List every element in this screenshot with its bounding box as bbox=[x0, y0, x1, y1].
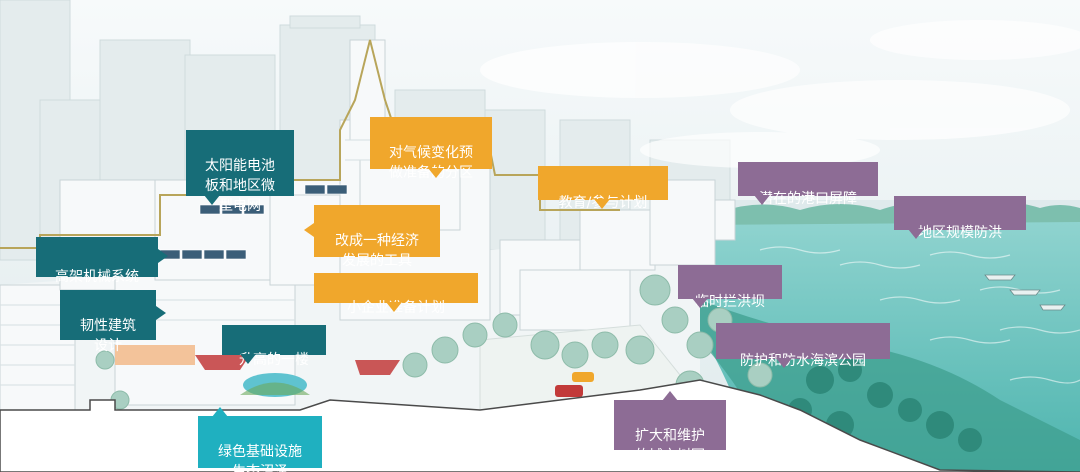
label-waterfront-park: 防护和防水海滨公园 bbox=[716, 323, 890, 369]
callout-tail bbox=[594, 199, 610, 209]
bioswale bbox=[240, 373, 310, 397]
callout-tail bbox=[428, 168, 444, 178]
label-text: 临时拦洪坝 bbox=[695, 294, 765, 310]
label-text: 韧性建筑 设计 bbox=[80, 318, 136, 354]
label-raised-ground-floor: 升高的一楼 bbox=[222, 325, 326, 368]
label-tree-canopy: 扩大和维护 的城市树冠 bbox=[614, 391, 726, 464]
label-solar-microgrid: 太阳能电池 板和地区微 型电网 bbox=[186, 130, 294, 214]
callout-tail bbox=[754, 195, 770, 205]
label-regional-flood: 地区规模防洪 bbox=[894, 196, 1026, 241]
label-resilient-design: 韧性建筑 设计 bbox=[60, 290, 166, 354]
callout-tail bbox=[212, 407, 228, 417]
label-text: 升高的一楼 bbox=[239, 352, 309, 368]
district-outline bbox=[0, 39, 620, 249]
label-text: 对气候变化预 做准备的分区 bbox=[389, 145, 473, 181]
boats bbox=[984, 274, 1066, 311]
label-climate-zone: 对气候变化预 做准备的分区 bbox=[370, 117, 492, 181]
callout-tail bbox=[156, 306, 166, 320]
label-text: 防护和防水海滨公园 bbox=[740, 353, 866, 369]
callout-tail bbox=[204, 195, 220, 205]
raised-floor-canopies bbox=[115, 345, 400, 375]
label-text: 太阳能电池 板和地区微 型电网 bbox=[205, 158, 275, 214]
callout-tail bbox=[304, 223, 314, 237]
label-green-infrastructure: 绿色基础设施 生态沼泽 bbox=[198, 407, 322, 472]
callout-tail bbox=[776, 358, 792, 368]
callout-tail bbox=[692, 298, 708, 308]
wave-lines bbox=[759, 246, 1080, 384]
label-elevated-mechanical: 高架机械系统 bbox=[36, 237, 168, 285]
label-text: 高架机械系统 bbox=[55, 269, 139, 285]
label-harbor-barrier: 潜在的港口屏障 bbox=[738, 162, 878, 207]
vehicles bbox=[555, 372, 594, 397]
label-text: 地区规模防洪 bbox=[918, 225, 1002, 241]
label-economic-tool: 改成一种经济 发展的工具 bbox=[304, 205, 440, 269]
callout-tail bbox=[386, 302, 402, 312]
label-text: 潜在的港口屏障 bbox=[759, 191, 857, 207]
callout-tail bbox=[240, 354, 256, 364]
label-text: 扩大和维护 的城市树冠 bbox=[635, 428, 705, 464]
label-temporary-flood-wall: 临时拦洪坝 bbox=[678, 265, 782, 310]
label-small-business: 小企业准备计划 bbox=[314, 273, 478, 316]
label-text: 改成一种经济 发展的工具 bbox=[335, 233, 419, 269]
label-education: 教育/参与计划 bbox=[538, 166, 668, 211]
callout-tail bbox=[908, 229, 924, 239]
callout-tail bbox=[662, 391, 678, 401]
clouds bbox=[480, 20, 1080, 168]
label-text: 绿色基础设施 生态沼泽 bbox=[218, 444, 302, 472]
callout-tail bbox=[158, 249, 168, 263]
